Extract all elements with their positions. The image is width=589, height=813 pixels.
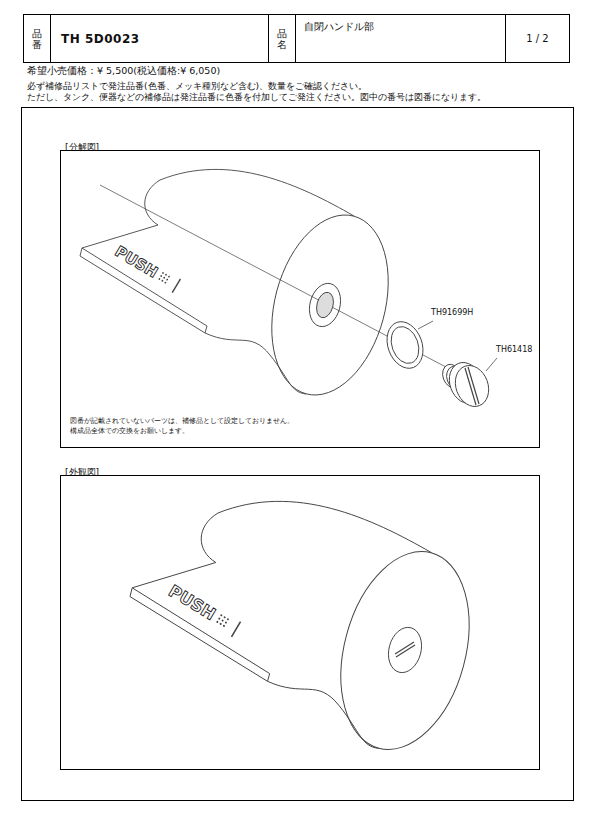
figure-note: 構成品全体での交換をお願いします。 [70, 428, 189, 435]
order-note: ただし、タンク、便器などの補修品は発注品番に色番を付加してご発注ください。図中の… [27, 93, 486, 102]
handle-exploded [80, 169, 407, 408]
handle-assembled [130, 501, 490, 764]
shaft-hole-inner [314, 290, 336, 319]
part-name-cell: 自閉ハンドル部 [295, 14, 506, 63]
node-text: 自閉ハンドル部 [304, 20, 374, 34]
header-label-cell: 品番 [23, 14, 51, 63]
axis-line [100, 185, 482, 386]
o-ring-inner [386, 323, 423, 368]
screw-head [384, 624, 427, 677]
handle-marking: PUSH [166, 583, 218, 624]
page-number-cell: 1 / 2 [505, 14, 570, 63]
leader-line [418, 321, 433, 329]
shaft-hole [305, 280, 345, 330]
outer-frame [22, 108, 574, 801]
node-text: 品名 [277, 28, 287, 50]
screw [439, 358, 494, 411]
figure-note: 図番が記載されていないパーツは、補修品として設定しておりません。 [70, 418, 294, 425]
o-ring [381, 317, 429, 374]
view-frame: [外観図] [60, 475, 540, 770]
node-text: [外観図] [65, 466, 99, 479]
callout-number: TH61418 [496, 346, 532, 354]
node-text: 1 / 2 [526, 33, 548, 44]
header-label-cell: 品名 [268, 14, 296, 63]
callout-number: TH91699H [431, 309, 473, 317]
node-text: TH 5D0023 [61, 32, 140, 46]
price-note: 希望小売価格：¥ 5,500(税込価格:¥ 6,050) [27, 66, 220, 76]
node-text: [分解図] [65, 141, 99, 154]
view-frame: [分解図] [60, 150, 540, 448]
handle-marking: PUSH [112, 244, 160, 281]
part-number-cell: TH 5D0023 [50, 14, 269, 63]
order-note: 必ず補修品リストで発注品番(色番、メッキ種別など含む)、数量をご確認ください。 [27, 82, 367, 91]
node-text: 品番 [32, 28, 42, 50]
leader-line [486, 358, 497, 371]
